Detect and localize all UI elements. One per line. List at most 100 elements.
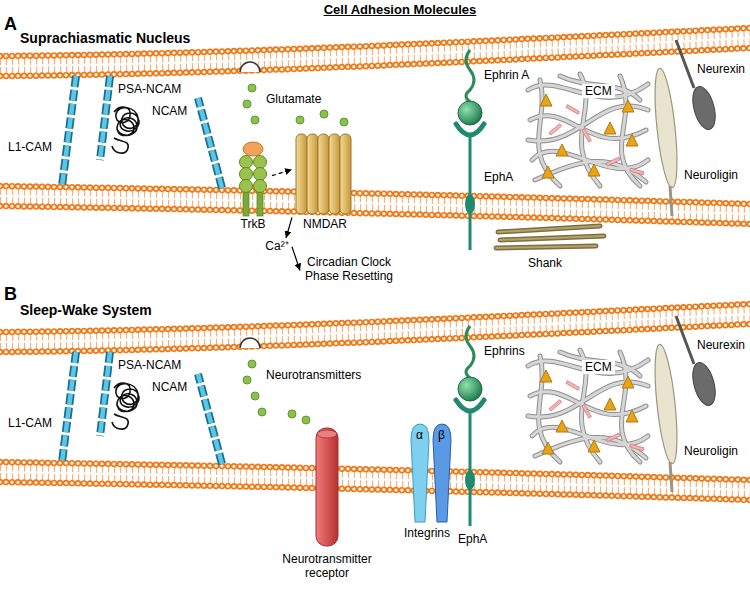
part-label: ECM — [582, 360, 615, 374]
node-text: TrkB — [241, 217, 266, 231]
part-label: Neurexin — [697, 62, 745, 76]
extracellular-matrix — [630, 168, 644, 175]
signal-arrow — [286, 217, 292, 238]
receptor-cylinder — [316, 428, 338, 546]
panel-letter: A — [4, 14, 17, 35]
ephrin-eph-pair — [466, 50, 474, 102]
neurotransmitter-molecules — [258, 408, 266, 416]
trkb-receptor — [240, 168, 253, 181]
ncam-chain — [198, 98, 222, 188]
neurexin-shape — [689, 84, 720, 132]
part-label: L1-CAM — [8, 416, 52, 430]
glutamate-molecules — [296, 116, 304, 124]
part-label: Ephrin A — [484, 68, 529, 82]
extracellular-matrix — [560, 76, 640, 100]
extracellular-matrix — [604, 122, 616, 134]
part-label: PSA-NCAM — [118, 82, 181, 96]
neurotransmitter-molecules — [243, 376, 251, 384]
psa-ncam-chain — [100, 76, 110, 160]
neurexin-shape — [676, 40, 694, 88]
part-label: EphA — [484, 170, 513, 184]
figure-title: Cell Adhesion Molecules — [300, 2, 500, 18]
extracellular-matrix — [540, 94, 552, 106]
ephrin-eph-pair — [456, 50, 484, 250]
part-label: Shank — [528, 256, 562, 270]
shank-scaffold — [500, 236, 604, 240]
shank-scaffold — [496, 226, 604, 248]
nmdar-channel — [307, 134, 318, 214]
psa-ncam-chain — [100, 76, 110, 160]
part-label: Neuroligin — [684, 168, 738, 182]
extracellular-matrix — [626, 134, 638, 146]
node-text: Circadian Clock Phase Resetting — [302, 255, 396, 283]
ncam-chain — [198, 98, 222, 188]
polysialic-acid — [112, 107, 139, 153]
outcome-node: Circadian Clock Phase Resetting — [300, 254, 398, 284]
shank-scaffold — [498, 226, 600, 232]
adhesion-molecules — [62, 40, 719, 250]
neurotransmitter-molecules — [288, 410, 296, 418]
trkb-receptor — [240, 156, 267, 193]
extracellular-matrix — [556, 144, 568, 156]
ephrin-eph-pair — [469, 136, 472, 250]
neuroligin-shape — [651, 67, 681, 216]
nmdar-channel — [329, 134, 340, 214]
neurotransmitter-molecules — [251, 392, 259, 400]
part-label: Neurexin — [697, 338, 745, 352]
glutamate-molecules — [251, 116, 259, 124]
glutamate-molecules — [243, 84, 348, 126]
extracellular-matrix — [528, 74, 648, 186]
part-label: Ephrins — [484, 344, 525, 358]
integrin-pair — [411, 424, 451, 522]
receptor-cylinder — [317, 430, 337, 438]
nmdar-channel — [318, 134, 329, 214]
panel-heading: Sleep-Wake System — [20, 302, 152, 319]
receptor-cylinder — [316, 428, 338, 546]
trkb-receptor — [240, 142, 267, 216]
lipid-bilayer — [0, 186, 750, 224]
nmdar-channel — [296, 134, 351, 214]
receptor-node: TrkB — [234, 138, 272, 232]
extracellular-matrix — [549, 105, 644, 175]
l1cam-chain — [62, 76, 76, 186]
adhesion-molecules — [62, 316, 719, 526]
l1cam-chain — [62, 76, 76, 186]
glutamate-molecules — [248, 84, 256, 92]
panel-heading: Suprachiasmatic Nucleus — [20, 30, 190, 47]
extracellular-matrix — [566, 105, 580, 115]
trkb-receptor — [240, 180, 253, 193]
extracellular-matrix — [532, 151, 648, 168]
shank-scaffold — [496, 226, 604, 248]
glutamate-molecules — [340, 118, 348, 126]
extracellular-matrix — [540, 94, 638, 178]
trkb-receptor — [257, 190, 263, 216]
shank-scaffold — [498, 226, 600, 232]
extracellular-matrix — [582, 128, 592, 142]
extracellular-matrix — [528, 74, 648, 186]
part-label: NCAM — [152, 104, 187, 118]
l1cam-chain — [62, 76, 76, 186]
extracellular-matrix — [542, 166, 554, 178]
trkb-receptor — [243, 142, 263, 156]
part-label: Integrins — [404, 526, 450, 540]
vesicle — [240, 62, 260, 72]
part-label: ECM — [582, 84, 615, 98]
lipid-bilayer — [0, 28, 750, 76]
extracellular-matrix — [560, 76, 640, 100]
panel-letter: B — [4, 284, 17, 305]
shank-scaffold — [500, 236, 604, 240]
trkb-receptor — [254, 168, 267, 181]
shank-scaffold — [496, 226, 604, 248]
node-text: Ca²⁺ — [265, 239, 288, 253]
lipid-bilayer — [0, 28, 750, 500]
part-label: EphA — [458, 532, 487, 546]
integrin-pair — [411, 424, 429, 522]
ncam-chain — [198, 98, 222, 188]
part-label: α — [416, 428, 423, 442]
ephrin-eph-pair — [458, 101, 482, 125]
extracellular-matrix — [606, 157, 620, 166]
neuroligin-shape — [670, 186, 672, 216]
extracellular-matrix — [549, 124, 562, 135]
part-label: Neurotransmitter receptor — [275, 552, 379, 580]
